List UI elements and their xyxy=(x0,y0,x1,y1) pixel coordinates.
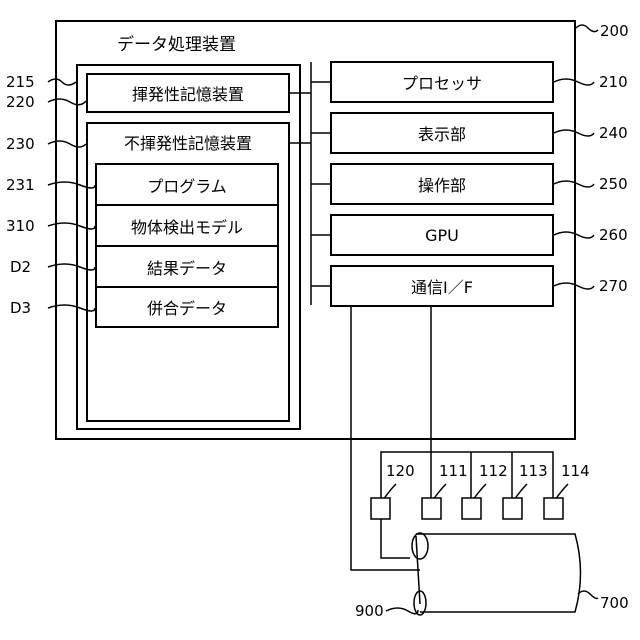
ref-112: 112 xyxy=(479,464,508,479)
leader-250 xyxy=(554,181,594,187)
ref-113: 113 xyxy=(519,464,548,479)
ref-260: 260 xyxy=(599,228,628,243)
object-top-edge xyxy=(412,533,428,559)
ref-114: 114 xyxy=(561,464,590,479)
leader-200 xyxy=(576,25,598,32)
ref-270: 270 xyxy=(599,279,628,294)
ref-215: 215 xyxy=(6,75,35,90)
ref-250: 250 xyxy=(599,177,628,192)
leader-215 xyxy=(48,79,76,85)
ref-120: 120 xyxy=(386,464,415,479)
leader-240 xyxy=(554,130,594,136)
leader-270 xyxy=(554,283,594,289)
sensor-114-box xyxy=(544,498,563,519)
leader-700 xyxy=(578,591,598,599)
leader-210 xyxy=(554,79,594,85)
comm-to-roller-line xyxy=(351,307,420,570)
ref-d3: D3 xyxy=(10,301,31,316)
sensor-120-box xyxy=(371,498,390,519)
ref-700: 700 xyxy=(600,596,629,611)
leader-260 xyxy=(554,232,594,238)
ref-310: 310 xyxy=(6,219,35,234)
ref-210: 210 xyxy=(599,75,628,90)
ref-240: 240 xyxy=(599,126,628,141)
leader-900 xyxy=(386,608,418,614)
conveyed-object-body xyxy=(416,534,581,612)
ref-220: 220 xyxy=(6,95,35,110)
ref-d2: D2 xyxy=(10,260,31,275)
ref-111: 111 xyxy=(439,464,468,479)
leader-220 xyxy=(48,99,86,105)
leader-230 xyxy=(48,141,86,147)
leader-d3 xyxy=(48,305,95,311)
leader-d2 xyxy=(48,264,95,270)
leader-310 xyxy=(48,223,95,229)
sensor-120-to-roller-line xyxy=(381,519,410,558)
sensor-113-box xyxy=(503,498,522,519)
ref-900: 900 xyxy=(355,604,384,619)
sensor-112-box xyxy=(462,498,481,519)
sensor-111-box xyxy=(422,498,441,519)
ref-230: 230 xyxy=(6,137,35,152)
leader-231 xyxy=(48,182,95,188)
ref-231: 231 xyxy=(6,178,35,193)
ref-200: 200 xyxy=(600,24,629,39)
